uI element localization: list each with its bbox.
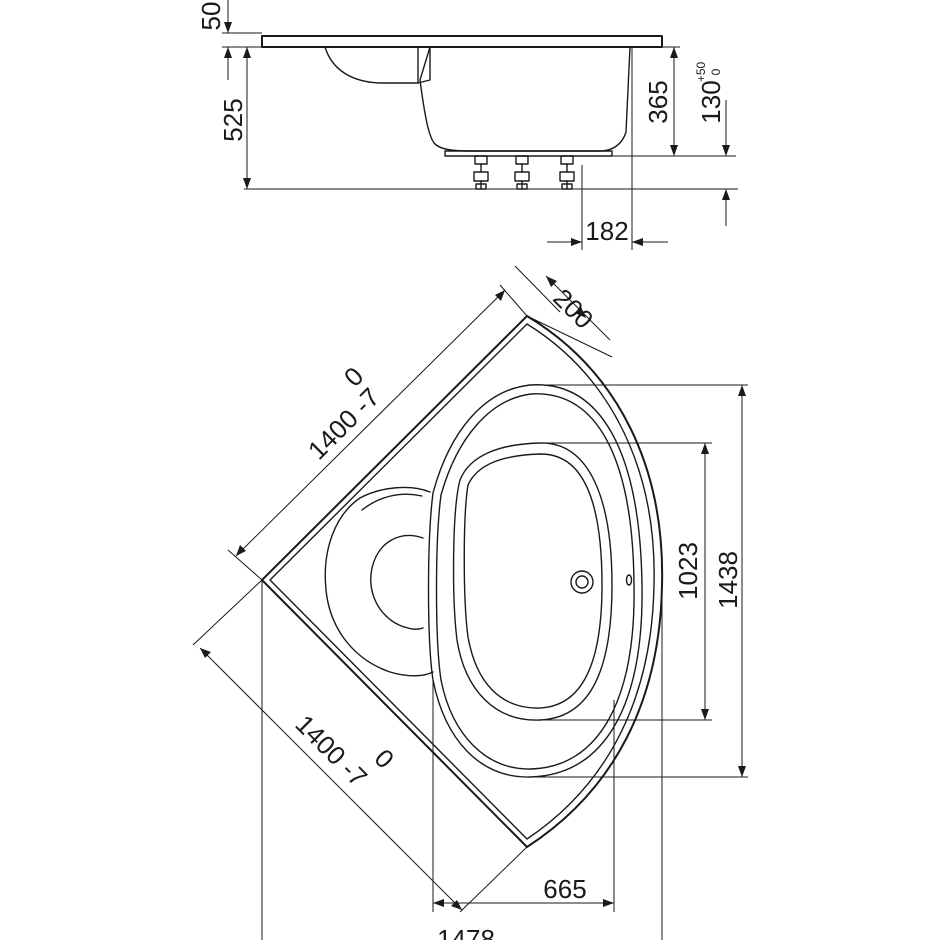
seat-outline: [324, 486, 434, 677]
overflow-hole: [625, 574, 633, 586]
dim-overall-width: 1478: [437, 924, 495, 940]
dim-foot-offset: 182: [585, 216, 628, 246]
dim-side-top-value: 1400 -7: [302, 382, 386, 466]
basin-floor: [463, 453, 603, 709]
tub-rim: [261, 35, 663, 48]
drain-inner: [575, 575, 589, 589]
dim-foot-height: 130: [696, 80, 726, 123]
tub-foot-3: [559, 155, 575, 190]
dim-side-bottom-zero: 0: [369, 743, 400, 774]
seat-headrest: [370, 534, 424, 630]
tub-outline-plan: [261, 315, 664, 848]
plan-view: 200 1400 -7 0 1400 -7 0 1023 1438: [192, 265, 748, 945]
dim-center-offset: 665: [543, 874, 586, 904]
tub-outline-inner-edge: [269, 323, 655, 840]
tub-seat-shell: [324, 46, 419, 84]
tub-base-plate: [444, 150, 613, 157]
drain-outer: [570, 570, 594, 594]
basin-outer-rim: [427, 384, 643, 778]
dim-foot-tolerance-zero: 0: [709, 68, 723, 75]
tub-foot-1: [473, 155, 489, 190]
dim-foot-tolerance-plus: +50: [694, 61, 708, 82]
dim-depth-inner: 365: [643, 80, 673, 123]
tub-foot-2: [514, 155, 530, 190]
dim-basin-outer: 1438: [713, 551, 743, 609]
dim-basin-inner: 1023: [673, 542, 703, 600]
dim-top-cut: 50: [196, 2, 226, 31]
dim-height-total: 525: [218, 98, 248, 141]
tub-seat-edge: [417, 46, 431, 84]
tub-basin-shell: [419, 46, 631, 152]
seat-inner-edge: [361, 493, 423, 511]
side-elevation-view: 50 525 365 130 +50 0 182: [196, 0, 738, 250]
basin-outer-rim-inner: [435, 393, 635, 770]
dim-rim-width: 200: [547, 283, 599, 335]
